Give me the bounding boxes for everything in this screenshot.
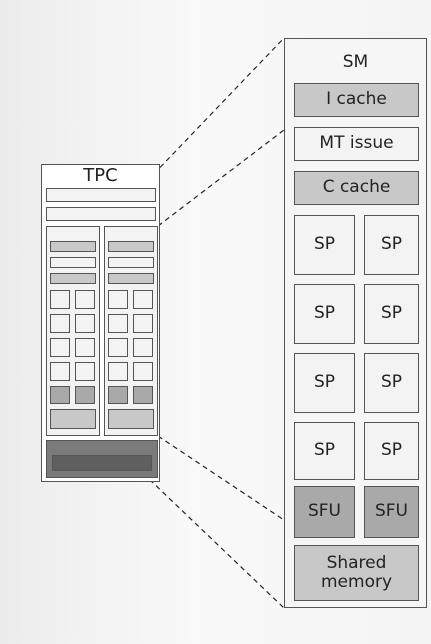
sm-sp: SP — [294, 215, 355, 275]
tpc-bar-2 — [46, 207, 156, 221]
tpc-sm-left-shared-memory — [50, 409, 96, 429]
sm-title: SM — [342, 52, 369, 73]
tpc-sm-left-mtissue — [50, 257, 96, 268]
tpc-sm-left-sp — [75, 290, 95, 309]
sm-sp: SP — [364, 215, 419, 275]
tpc-bottom-inner — [52, 455, 152, 471]
tpc-sm-right-sp — [133, 290, 153, 309]
sm-icache: I cache — [294, 83, 419, 117]
tpc-sm-left-sp — [50, 314, 70, 333]
tpc-sm-right-sp — [108, 362, 128, 381]
tpc-sm-right-ccache — [108, 273, 154, 284]
tpc-sm-right-sfu — [108, 386, 128, 404]
tpc-sm-left-ccache — [50, 273, 96, 284]
sm-sp: SP — [364, 284, 419, 344]
tpc-sm-left-sp — [75, 314, 95, 333]
tpc-sm-right-sfu — [133, 386, 153, 404]
tpc-bar-1 — [46, 188, 156, 202]
sm-mt-issue: MT issue — [294, 127, 419, 161]
tpc-sm-right-shared-memory — [108, 409, 154, 429]
tpc-sm-left-sp — [75, 338, 95, 357]
tpc-sm-left-sp — [75, 362, 95, 381]
tpc-sm-right-sp — [133, 338, 153, 357]
tpc-title: TPC — [83, 164, 118, 186]
tpc-sm-left-sfu — [75, 386, 95, 404]
sm-sp: SP — [294, 284, 355, 344]
tpc-sm-left-sfu — [50, 386, 70, 404]
sm-sfu: SFU — [294, 486, 355, 538]
sm-sp: SP — [364, 422, 419, 480]
tpc-sm-left-sp — [50, 362, 70, 381]
tpc-sm-right-sp — [133, 314, 153, 333]
sm-sp: SP — [294, 422, 355, 480]
tpc-sm-left-sp — [50, 290, 70, 309]
sm-sfu: SFU — [364, 486, 419, 538]
tpc-sm-left-sp — [50, 338, 70, 357]
tpc-sm-right-sp — [108, 314, 128, 333]
tpc-sm-left-icache — [50, 241, 96, 252]
tpc-sm-right-mtissue — [108, 257, 154, 268]
tpc-sm-right-sp — [108, 338, 128, 357]
sm-sp: SP — [364, 353, 419, 413]
sm-shared-memory: Shared memory — [294, 545, 419, 601]
sm-sp: SP — [294, 353, 355, 413]
tpc-sm-right-icache — [108, 241, 154, 252]
sm-ccache: C cache — [294, 171, 419, 205]
tpc-sm-right-sp — [108, 290, 128, 309]
tpc-sm-right-sp — [133, 362, 153, 381]
